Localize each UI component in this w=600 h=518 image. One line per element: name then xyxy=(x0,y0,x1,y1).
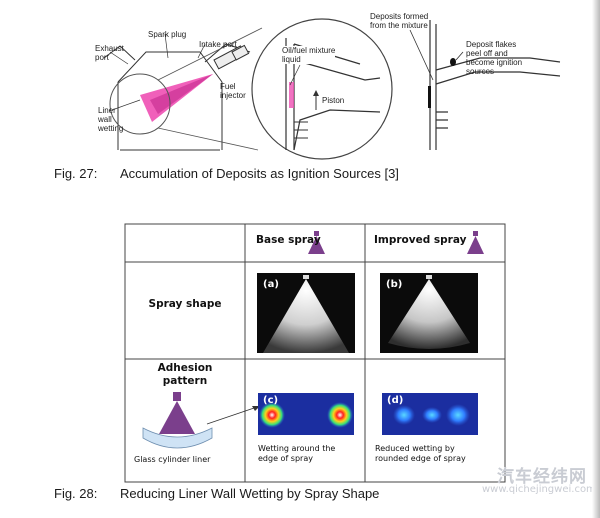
fig28-caption: Fig. 28: Reducing Liner Wall Wetting by S… xyxy=(54,486,379,501)
engine-cylinder xyxy=(103,43,251,151)
deposit-layer xyxy=(428,86,431,108)
col-header-base-spray: Base spray xyxy=(256,234,321,246)
glass-liner-illustration xyxy=(142,392,213,449)
fuel-injector-icon xyxy=(213,44,250,70)
spray-photo-base: (a) xyxy=(257,273,355,353)
base-spray-icon xyxy=(308,231,325,254)
intake-port-label: Intake port xyxy=(199,40,237,49)
watermark-url: www.qichejingwei.com xyxy=(482,484,596,495)
detail-magnifier-small xyxy=(109,73,171,135)
spray-photo-improved: (b) xyxy=(380,273,478,353)
adhesion-heatmap-base: (c) xyxy=(258,393,354,435)
liner-wetting-spray-core xyxy=(150,74,213,114)
watermark-title: 汽车经纬网 xyxy=(497,467,587,487)
note-wetting-edge: Wetting around the edge of spray xyxy=(258,444,336,463)
row-label-adhesion-pattern: Adhesion pattern xyxy=(157,362,213,387)
deposit-flakes-label: Deposit flakes peel off and become ignit… xyxy=(466,40,523,76)
panel-c-tag: (c) xyxy=(263,395,279,406)
fuel-injector-label: Fuel injector xyxy=(220,82,246,100)
glass-liner-label: Glass cylinder liner xyxy=(134,455,211,464)
deposits-formed-label: Deposits formed from the mixture xyxy=(370,12,429,30)
piston-rings xyxy=(294,121,308,139)
fig27-caption-text: Accumulation of Deposits as Ignition Sou… xyxy=(120,166,399,181)
col-header-improved-spray: Improved spray xyxy=(374,234,467,246)
pointer-line xyxy=(206,405,261,425)
deposit-wall-detail xyxy=(429,20,561,150)
exhaust-port-label: Exhaust port xyxy=(95,44,124,62)
fig28-caption-text: Reducing Liner Wall Wetting by Spray Sha… xyxy=(120,486,380,501)
fig28-caption-number: Fig. 28: xyxy=(54,486,98,501)
page-edge-shadow xyxy=(592,0,600,518)
mixture-liquid-label: Oil/fuel mixture liquid xyxy=(282,46,336,64)
mixture-liquid-mark xyxy=(289,82,294,108)
panel-a-tag: (a) xyxy=(263,279,279,290)
panel-b-tag: (b) xyxy=(386,279,403,290)
note-reduced-wetting: Reduced wetting by rounded edge of spray xyxy=(375,444,466,463)
fig27-caption: Fig. 27: Accumulation of Deposits as Igni… xyxy=(54,166,399,181)
fig27-caption-number: Fig. 27: xyxy=(54,166,98,181)
panel-d-tag: (d) xyxy=(387,395,404,406)
piston-label: Piston xyxy=(322,96,345,105)
improved-spray-icon xyxy=(467,231,484,254)
adhesion-heatmap-improved: (d) xyxy=(382,393,478,435)
liner-wall-wetting-label: Liner wall wetting xyxy=(98,106,124,133)
row-label-spray-shape: Spray shape xyxy=(148,298,222,310)
deposit-flake-icon xyxy=(450,58,456,66)
spark-plug-label: Spark plug xyxy=(148,30,187,39)
